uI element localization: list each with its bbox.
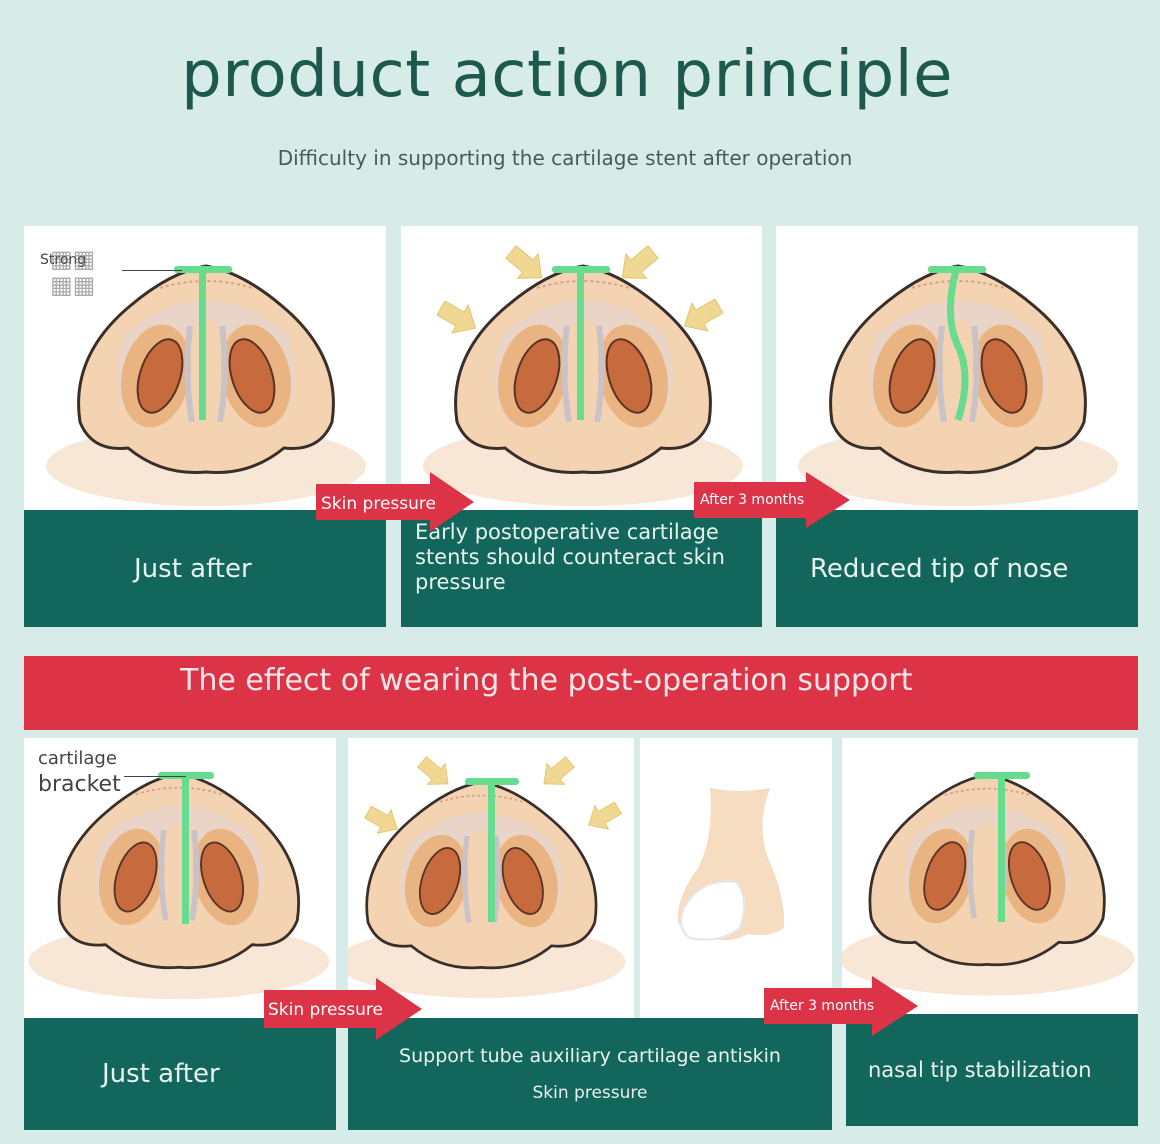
after-3-months-arrow-icon <box>694 472 850 528</box>
bottom-caption-stabilization: nasal tip stabilization <box>846 1014 1138 1126</box>
bottom-panel-support-pressure <box>348 738 634 1018</box>
bottom-panel-just-after: cartilage bracket <box>24 738 336 1018</box>
bracket-leader-line <box>124 776 186 777</box>
skin-pressure-arrow-icon <box>316 472 474 532</box>
top-caption-reduced: Reduced tip of nose <box>776 510 1138 627</box>
arrow-label-skin-pressure: Skin pressure <box>321 494 436 514</box>
caption-text: Early postoperative cartilage stents sho… <box>415 520 725 594</box>
bottom-panel-stabilized <box>842 738 1138 1014</box>
nose-pressure-diagram-icon <box>401 239 762 510</box>
nose-reduced-diagram-icon <box>776 226 1138 510</box>
page-title: product action principle <box>181 38 953 112</box>
skin-pressure-arrow-icon-2 <box>264 978 422 1040</box>
caption-text: Just after <box>134 553 252 584</box>
nose-tape-icon <box>677 788 785 941</box>
nose-bracket-diagram-icon <box>24 738 336 1018</box>
caption-text: Reduced tip of nose <box>810 553 1069 584</box>
top-caption-early: Early postoperative cartilage stents sho… <box>401 510 762 627</box>
nose-diagram-icon <box>24 226 386 510</box>
top-panel-skin-pressure <box>401 226 762 510</box>
bottom-caption-just-after: Just after <box>24 1018 336 1130</box>
page-subtitle: Difficulty in supporting the cartilage s… <box>277 146 853 170</box>
caption-text: Just after <box>102 1059 220 1089</box>
chinese-logo-icon: ▦▦▦▦ <box>50 245 96 299</box>
cartilage-label: cartilage <box>38 748 117 769</box>
strong-label: Strong <box>40 252 87 268</box>
after-3-months-arrow-icon-2 <box>764 976 918 1036</box>
top-panel-just-after: Strong ▦▦▦▦ <box>24 226 386 510</box>
strong-leader-line <box>122 270 182 271</box>
bottom-caption-support: Support tube auxiliary cartilage antiski… <box>348 1018 832 1130</box>
bracket-label: bracket <box>38 772 121 797</box>
caption-subtext: Skin pressure <box>532 1083 648 1103</box>
arrow-label-after-3-months-2: After 3 months <box>770 998 875 1014</box>
effect-banner: The effect of wearing the post-operation… <box>24 656 1138 730</box>
caption-text: Support tube auxiliary cartilage antiski… <box>399 1045 781 1067</box>
caption-text: nasal tip stabilization <box>868 1058 1092 1082</box>
bottom-panel-nose-tape <box>640 738 832 1018</box>
top-caption-just-after: Just after <box>24 510 386 627</box>
nose-stable-diagram-icon <box>842 772 1138 1014</box>
arrow-label-after-3-months: After 3 months <box>700 492 805 508</box>
arrow-label-skin-pressure-2: Skin pressure <box>268 1000 383 1020</box>
banner-text: The effect of wearing the post-operation… <box>180 663 913 698</box>
nose-support-pressure-diagram-icon <box>348 751 634 1018</box>
top-panel-reduced-tip <box>776 226 1138 510</box>
